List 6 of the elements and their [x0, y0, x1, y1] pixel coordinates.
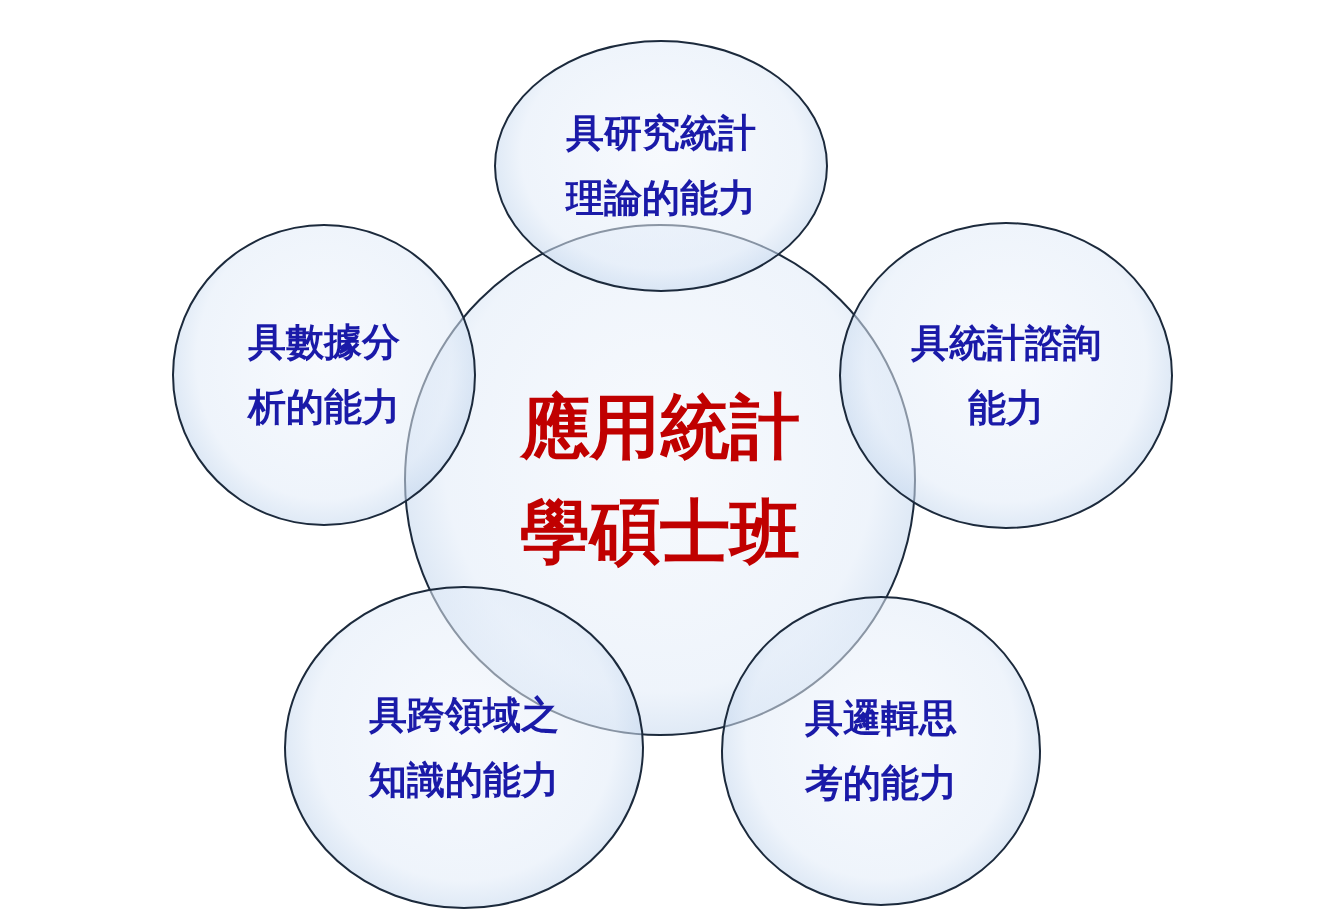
node-text: 具邏輯思考的能力 [804, 695, 958, 807]
node-text: 具跨領域之知識的能力 [368, 691, 560, 804]
node-text: 具數據分析的能力 [246, 319, 401, 431]
node-text: 應用統計學碩士班 [518, 385, 801, 575]
node-text: 具研究統計理論的能力 [564, 110, 757, 222]
node-text: 具統計諮詢能力 [910, 319, 1102, 432]
